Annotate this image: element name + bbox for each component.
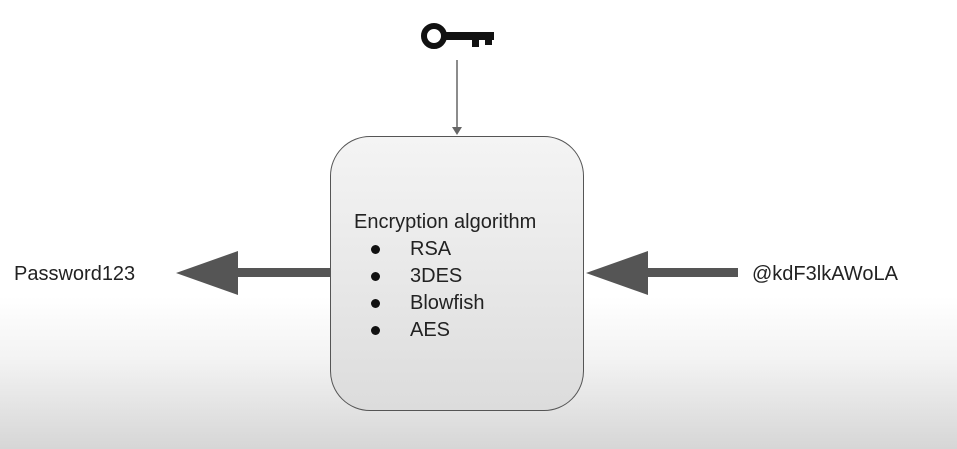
algorithm-label-blowfish: Blowfish bbox=[410, 292, 485, 314]
algorithm-label-3des: 3DES bbox=[410, 265, 463, 287]
ciphertext-label: @kdF3lkAWoLA bbox=[752, 263, 898, 285]
plaintext-label: Password123 bbox=[14, 263, 136, 285]
bullet-icon bbox=[371, 299, 380, 308]
algorithm-label-aes: AES bbox=[410, 319, 451, 341]
algorithm-box: Encryption algorithm RSA 3DES Blowfish A… bbox=[330, 136, 584, 411]
bullet-icon bbox=[371, 245, 380, 254]
bullet-icon bbox=[371, 326, 380, 335]
bullet-icon bbox=[371, 272, 380, 281]
algorithm-label-rsa: RSA bbox=[410, 238, 452, 260]
algorithm-box-title: Encryption algorithm bbox=[354, 211, 537, 233]
ciphertext-input-arrow bbox=[586, 251, 738, 295]
key-icon bbox=[421, 23, 494, 49]
key-to-algorithm-arrow bbox=[452, 60, 462, 135]
decrypt-output-arrow bbox=[176, 251, 331, 295]
